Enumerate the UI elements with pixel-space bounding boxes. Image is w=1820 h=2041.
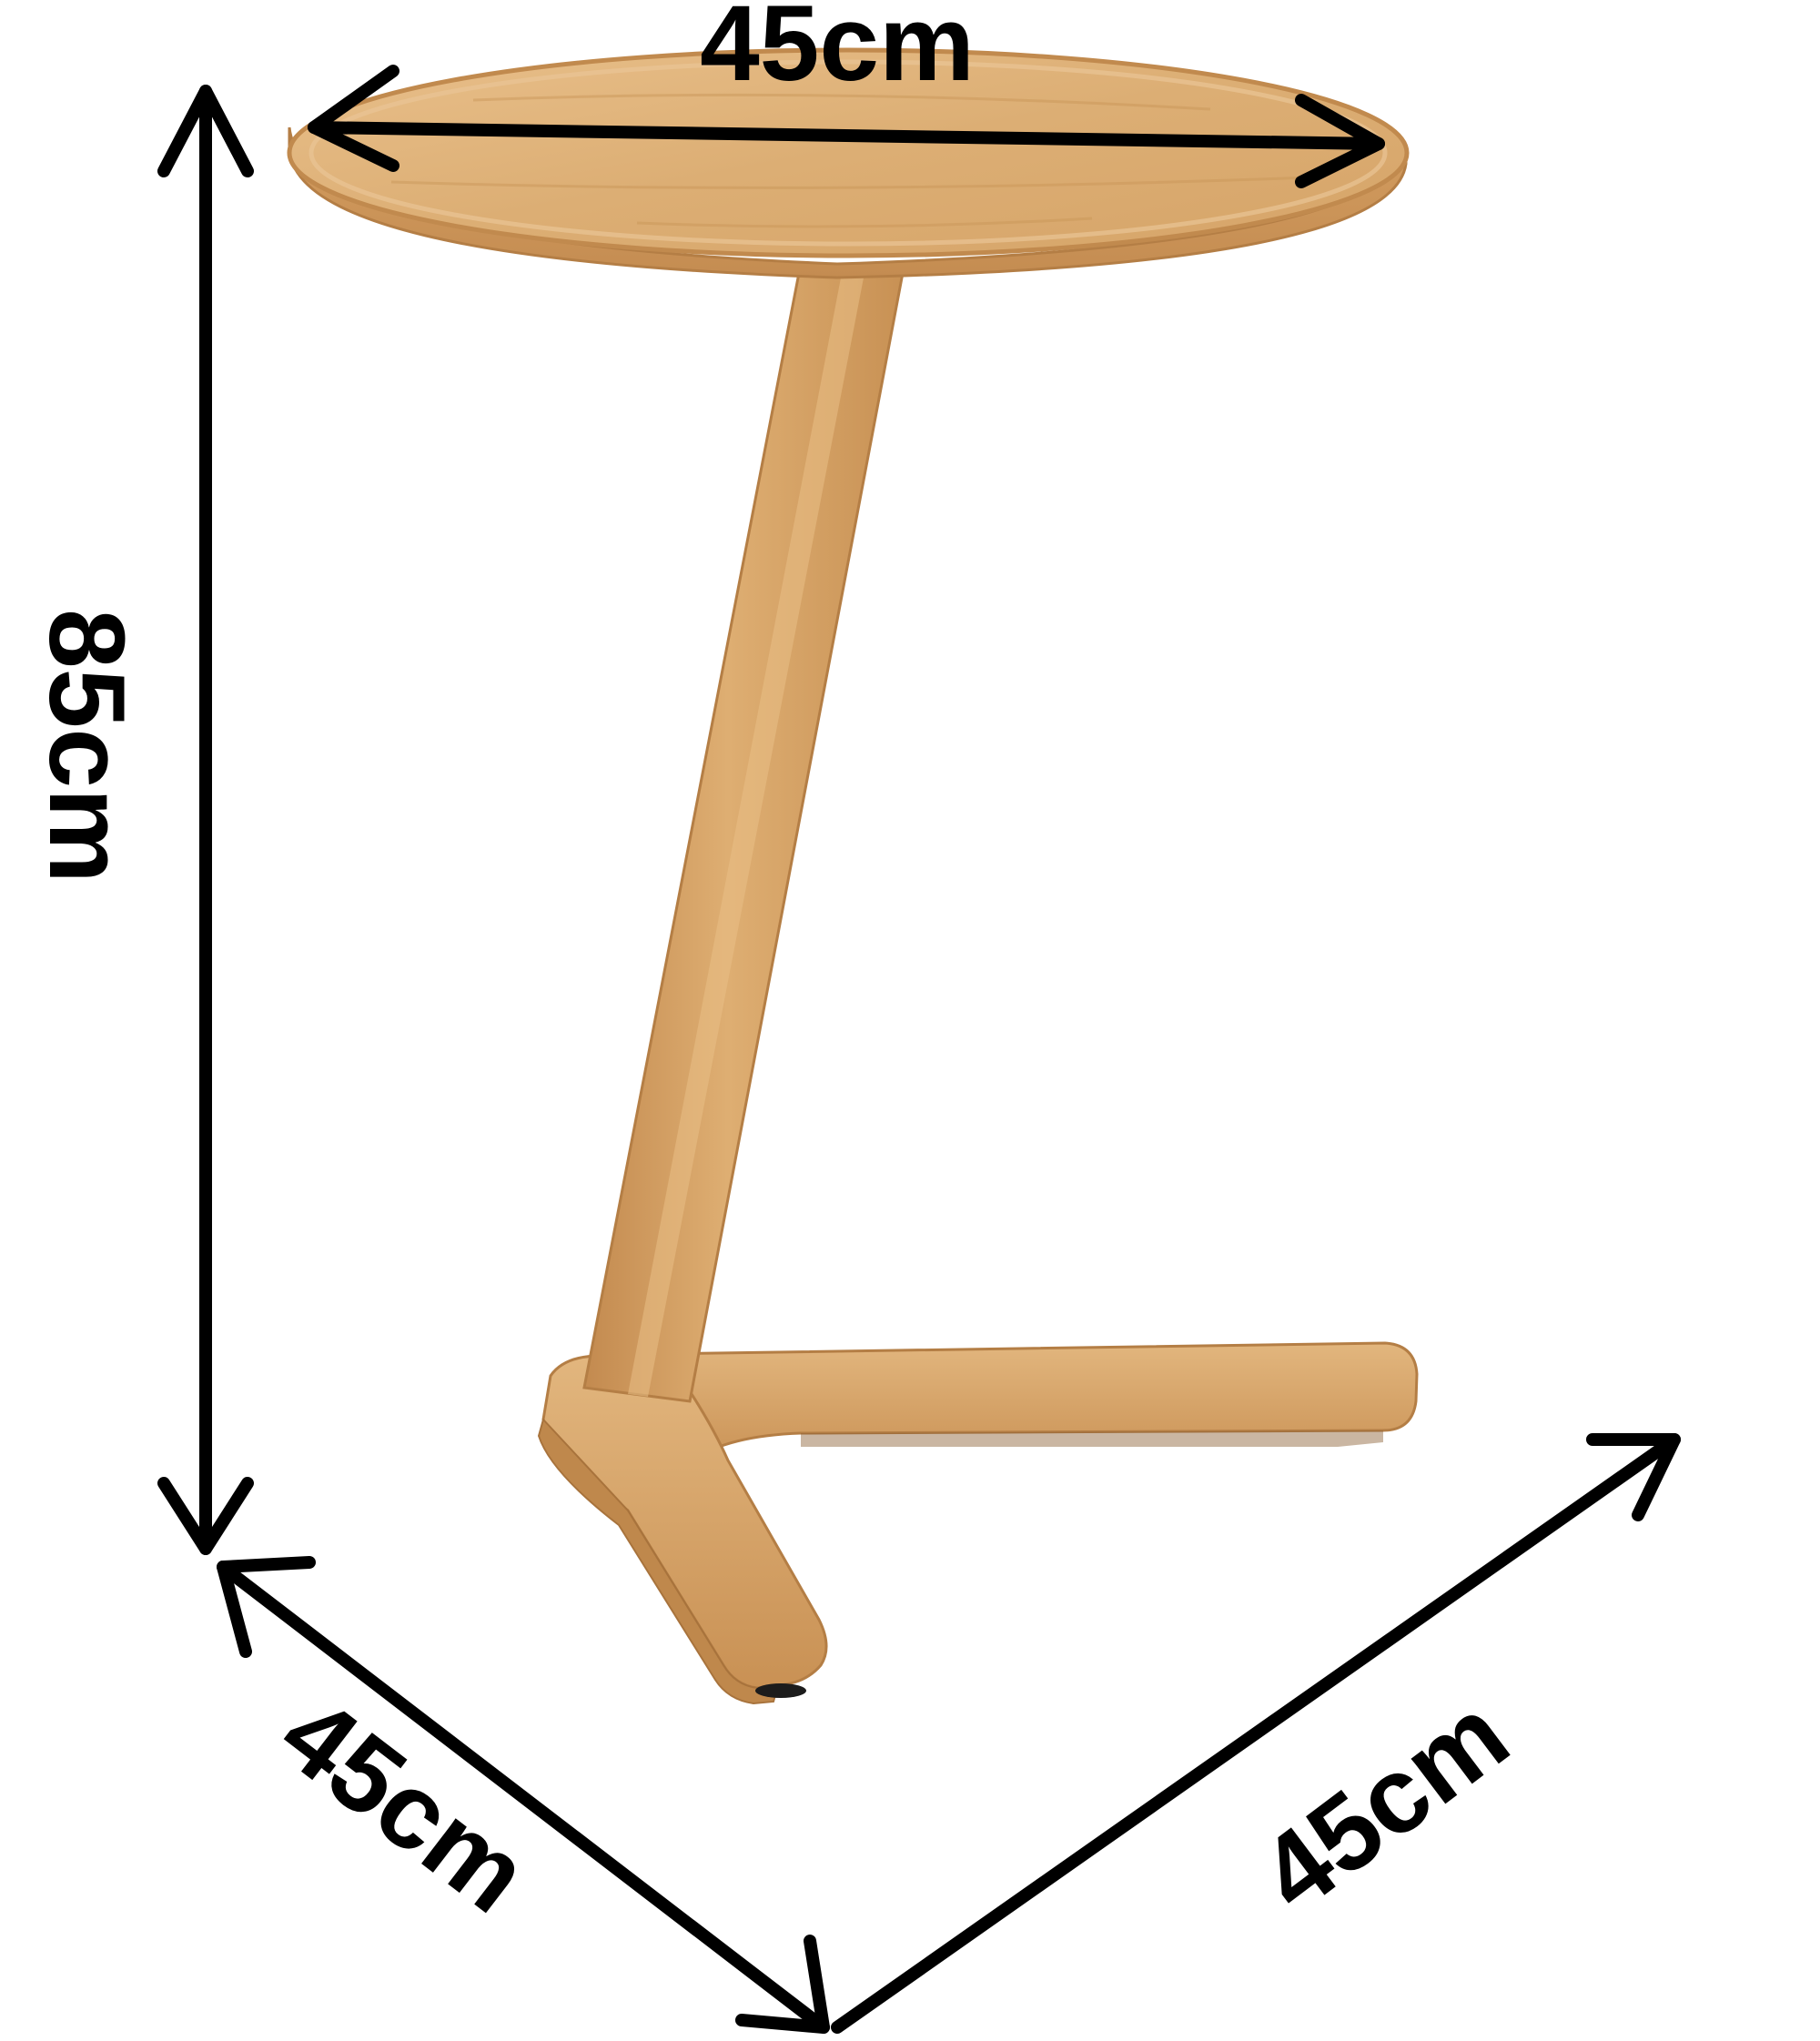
table-top-rim (308, 59, 1388, 247)
table-base-back-leg-shadow (801, 1430, 1383, 1447)
table-foot-pad (755, 1683, 806, 1698)
table-top-grain (390, 93, 1311, 228)
dimension-arrow-base-width (831, 1433, 1681, 2034)
side-table-illustration (287, 47, 1419, 1705)
dimension-arrow-top-diameter (308, 65, 1385, 188)
dimension-arrow-height (157, 85, 254, 1555)
label-top-diameter: 45cm (700, 0, 975, 104)
table-pole-highlight (628, 273, 864, 1397)
table-base-front-face (537, 1418, 780, 1705)
table-top-surface (287, 47, 1410, 258)
table-base-back-leg (635, 1341, 1419, 1470)
dimension-arrow-base-depth (217, 1556, 830, 2034)
label-height: 85cm (26, 609, 147, 884)
